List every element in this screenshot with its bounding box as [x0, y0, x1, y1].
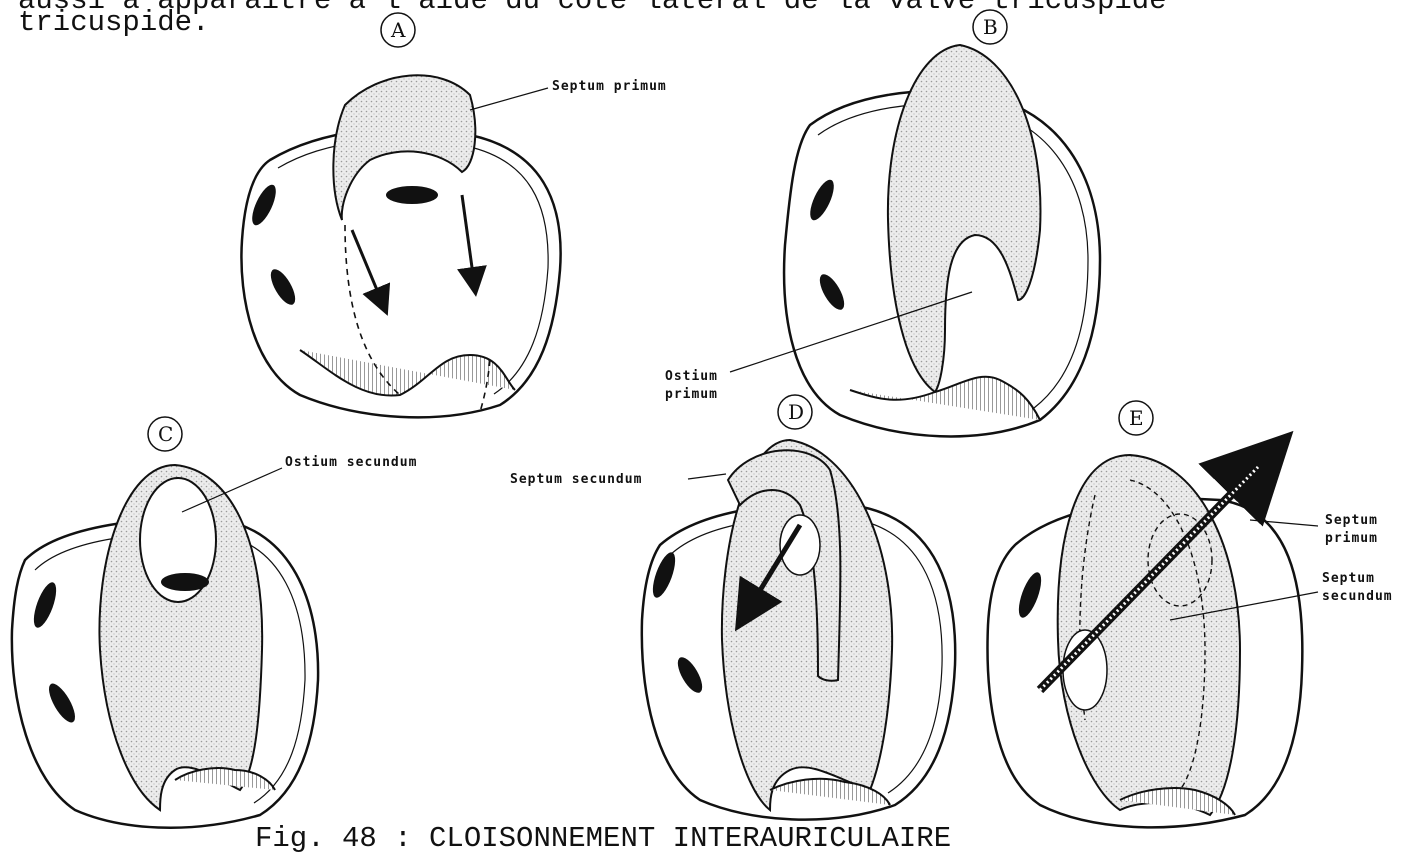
label-ostium-primum-1: Ostium: [665, 369, 718, 384]
panel-b: B Ostium primum: [665, 10, 1100, 436]
label-ostium-secundum: Ostium secundum: [285, 455, 417, 470]
label-septum-primum-e-1: Septum: [1325, 513, 1378, 528]
panel-a: A Septum primum: [241, 13, 666, 417]
panel-b-letter: B: [983, 15, 998, 39]
label-ostium-primum-2: primum: [665, 387, 718, 402]
panel-c: C Ostium secundum: [12, 417, 418, 828]
label-septum-secundum-e-1: Septum: [1322, 571, 1375, 586]
panel-a-letter: A: [390, 18, 406, 42]
label-septum-primum-e-2: primum: [1325, 531, 1378, 546]
panel-e-letter: E: [1129, 406, 1144, 430]
panel-d: D Septum secundum: [510, 395, 955, 820]
label-septum-secundum-e-2: secundum: [1322, 589, 1393, 604]
panel-e: E Septum primum Septum secundum: [988, 401, 1393, 827]
panel-c-letter: C: [158, 422, 173, 446]
label-septum-primum-a: Septum primum: [552, 79, 667, 94]
panel-d-letter: D: [788, 400, 804, 424]
figure-caption: Fig. 48 : CLOISONNEMENT INTERAURICULAIRE: [255, 822, 951, 856]
label-septum-secundum-d: Septum secundum: [510, 472, 642, 487]
